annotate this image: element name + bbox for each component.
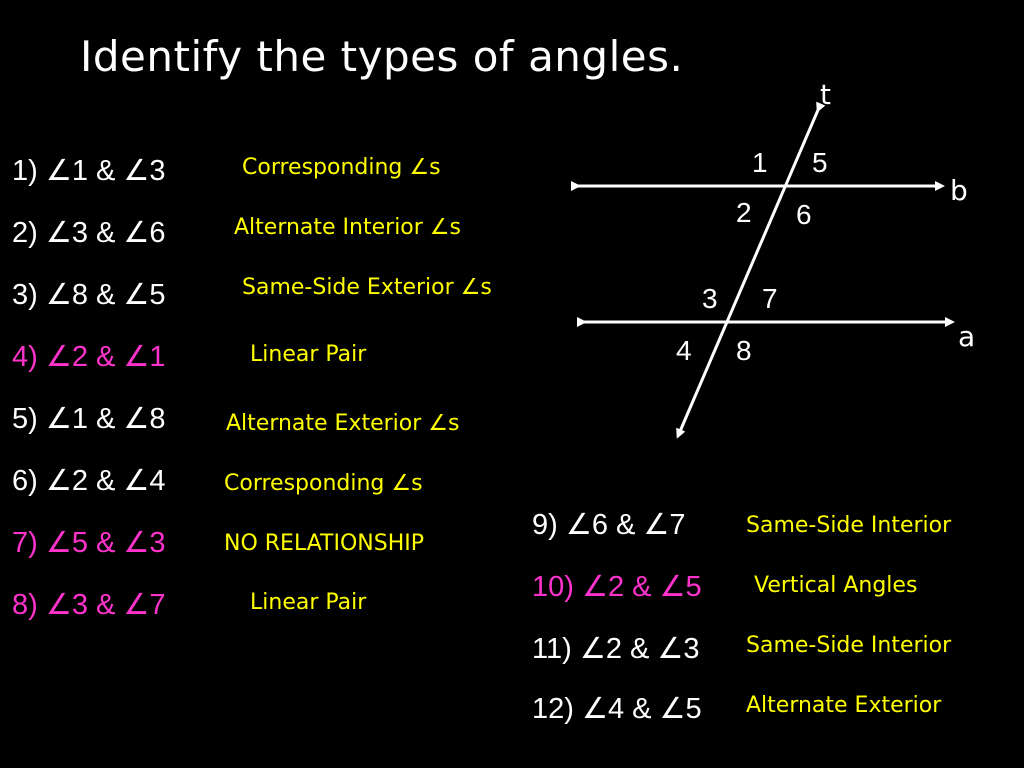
- page-title: Identify the types of angles.: [80, 32, 684, 81]
- angle-label-6: 6: [796, 199, 812, 230]
- answer-2: Alternate Interior ∠s: [234, 215, 461, 240]
- answer-9: Same-Side Interior: [746, 513, 952, 538]
- label-b: b: [950, 174, 968, 207]
- angle-label-8: 8: [736, 335, 752, 366]
- answer-8: Linear Pair: [250, 590, 367, 615]
- question-4: 4) ∠2 & ∠1: [12, 341, 166, 373]
- answer-4: Linear Pair: [250, 342, 367, 367]
- angle-label-5: 5: [812, 147, 828, 178]
- angle-label-3: 3: [702, 283, 718, 314]
- question-1: 1) ∠1 & ∠3: [12, 155, 166, 187]
- question-9: 9) ∠6 & ∠7: [532, 509, 686, 541]
- answer-7: NO RELATIONSHIP: [224, 531, 425, 556]
- answer-5: Alternate Exterior ∠s: [226, 411, 460, 436]
- answer-1: Corresponding ∠s: [242, 155, 441, 180]
- transversal-t: [676, 101, 826, 439]
- question-3: 3) ∠8 & ∠5: [12, 279, 166, 311]
- question-10: 10) ∠2 & ∠5: [532, 571, 702, 603]
- question-2: 2) ∠3 & ∠6: [12, 217, 166, 249]
- question-12: 12) ∠4 & ∠5: [532, 693, 702, 725]
- question-8: 8) ∠3 & ∠7: [12, 589, 166, 621]
- label-a: a: [958, 320, 975, 353]
- answer-10: Vertical Angles: [754, 573, 918, 598]
- answer-6: Corresponding ∠s: [224, 471, 423, 496]
- angle-label-2: 2: [736, 197, 752, 228]
- question-7: 7) ∠5 & ∠3: [12, 527, 166, 559]
- angle-label-7: 7: [762, 283, 778, 314]
- question-6: 6) ∠2 & ∠4: [12, 465, 166, 497]
- label-t: t: [820, 78, 831, 111]
- answer-11: Same-Side Interior: [746, 633, 952, 658]
- angle-label-4: 4: [676, 335, 692, 366]
- answer-12: Alternate Exterior: [746, 693, 942, 718]
- question-11: 11) ∠2 & ∠3: [532, 633, 700, 665]
- question-5: 5) ∠1 & ∠8: [12, 403, 166, 435]
- answer-3: Same-Side Exterior ∠s: [242, 275, 492, 300]
- angle-label-1: 1: [752, 147, 768, 178]
